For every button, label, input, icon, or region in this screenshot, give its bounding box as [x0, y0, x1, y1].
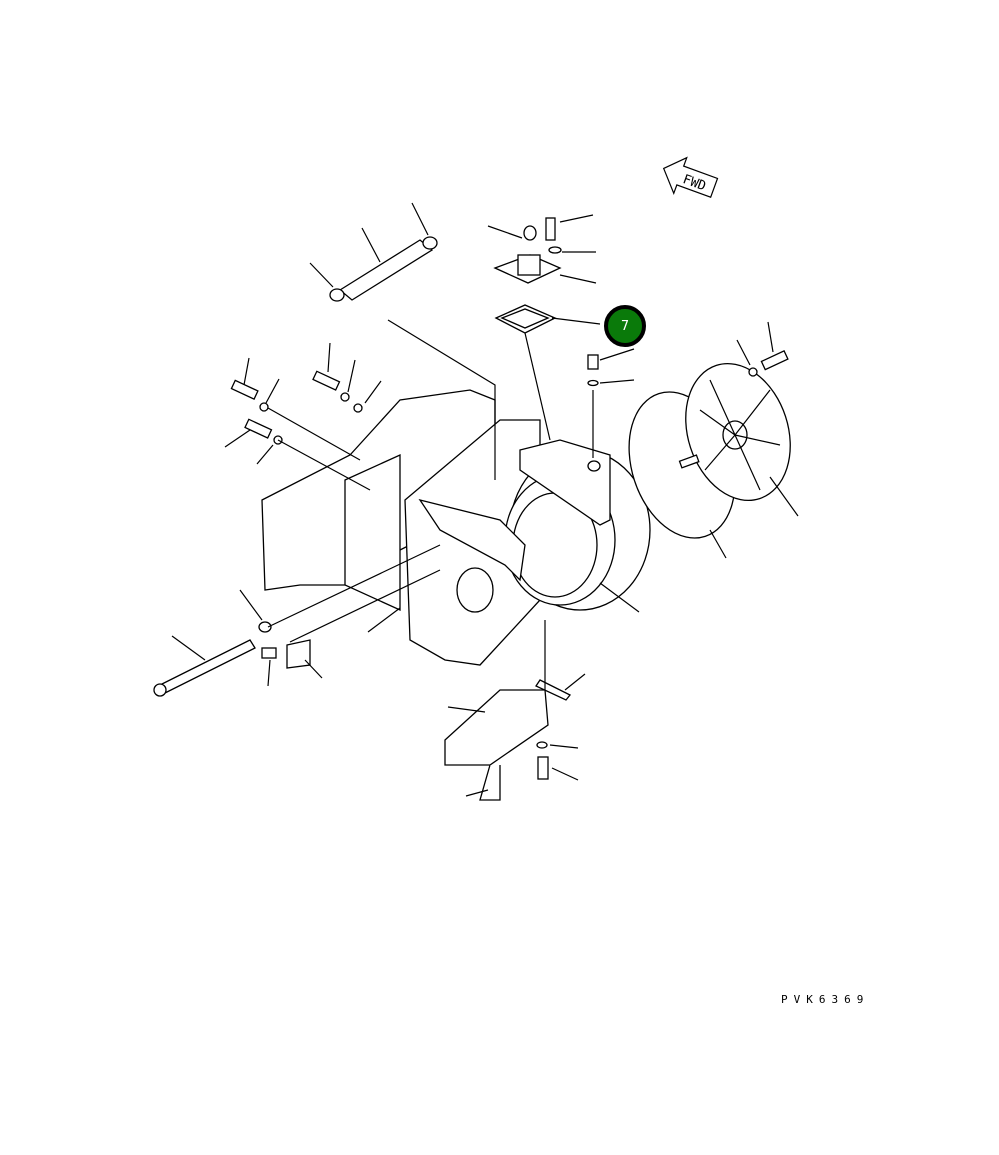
callout-7-button[interactable]: 7	[604, 305, 646, 347]
fwd-arrow-icon: FWD	[662, 156, 719, 198]
fwd-label: FWD	[681, 172, 708, 194]
top-parts	[329, 217, 599, 387]
leader-lines	[171, 202, 799, 797]
callout-number: 7	[620, 318, 630, 334]
drawing-code: PVK6369	[781, 993, 870, 1006]
rear-cover	[628, 363, 791, 539]
transmission-case	[261, 389, 651, 666]
bolts	[153, 350, 789, 801]
